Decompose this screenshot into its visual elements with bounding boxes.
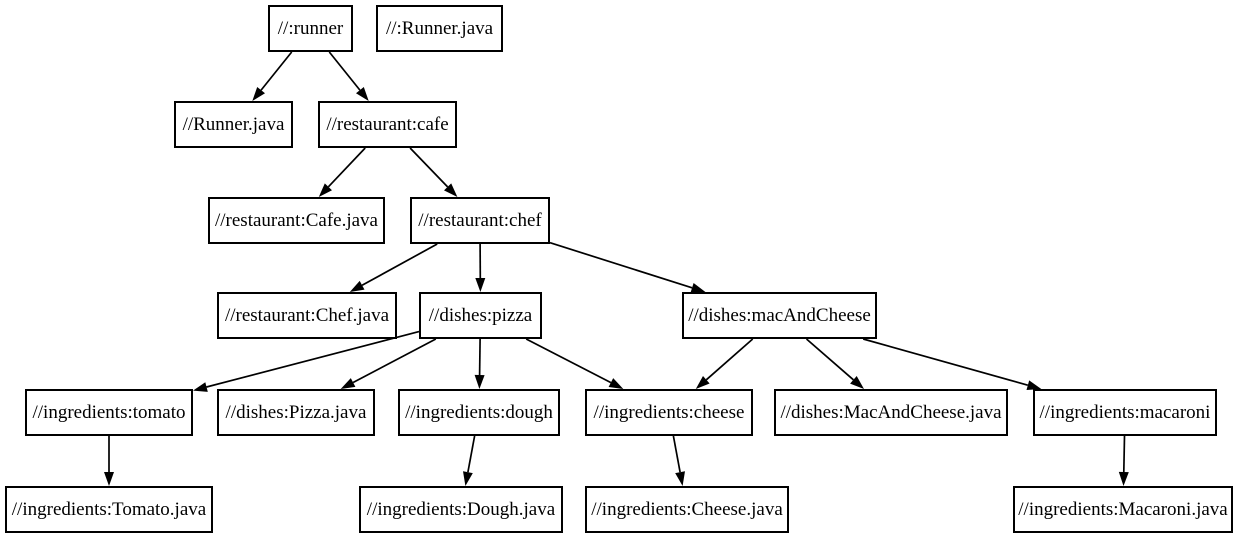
graph-node-tomato: //ingredients:tomato bbox=[25, 389, 193, 436]
arrowhead-icon bbox=[475, 278, 486, 292]
graph-node-tomato-java: //ingredients:Tomato.java bbox=[5, 486, 213, 533]
arrowhead-icon bbox=[349, 280, 365, 292]
edge-pizza-to-pizza_java bbox=[352, 338, 437, 384]
arrowhead-icon bbox=[474, 374, 485, 389]
arrowhead-icon bbox=[356, 87, 369, 101]
edge-pizza-to-tomato bbox=[206, 330, 420, 388]
graph-node-pizza: //dishes:pizza bbox=[419, 292, 542, 339]
arrowhead-icon bbox=[318, 183, 332, 197]
arrowhead-icon bbox=[690, 283, 706, 293]
graph-node-dough: //ingredients:dough bbox=[398, 389, 560, 436]
arrowhead-icon bbox=[1118, 471, 1129, 486]
arrowhead-icon bbox=[695, 376, 710, 389]
arrowhead-icon bbox=[850, 376, 864, 389]
edge-mac_and_cheese-to-mac_and_cheese_java bbox=[805, 338, 854, 381]
graph-node-pizza-java: //dishes:Pizza.java bbox=[217, 389, 375, 436]
graph-node-chef: //restaurant:chef bbox=[410, 197, 550, 244]
graph-node-mac-and-cheese: //dishes:macAndCheese bbox=[682, 292, 877, 339]
graph-node-dough-java: //ingredients:Dough.java bbox=[359, 486, 563, 533]
arrowhead-icon bbox=[193, 382, 208, 392]
arrowhead-icon bbox=[675, 471, 685, 486]
edge-mac_and_cheese-to-macaroni bbox=[862, 338, 1029, 387]
edge-runner-to-cafe bbox=[328, 51, 361, 91]
arrowhead-icon bbox=[608, 378, 624, 389]
arrowhead-icon bbox=[463, 471, 473, 486]
edge-macaroni-to-macaroni_java bbox=[1122, 435, 1126, 473]
graph-node-mac-and-cheese-java: //dishes:MacAndCheese.java bbox=[774, 389, 1008, 436]
edge-cheese-to-cheese_java bbox=[672, 435, 681, 473]
edge-mac_and_cheese-to-cheese bbox=[705, 338, 754, 381]
arrowhead-icon bbox=[1026, 380, 1042, 390]
edge-pizza-to-dough bbox=[478, 338, 481, 376]
graph-node-cafe: //restaurant:cafe bbox=[318, 101, 457, 148]
arrowhead-icon bbox=[340, 378, 356, 389]
graph-node-cheese: //ingredients:cheese bbox=[585, 389, 753, 436]
edge-cafe-to-chef bbox=[409, 147, 449, 188]
graph-node-runner-java-src: //:Runner.java bbox=[376, 5, 503, 52]
edge-runner-to-runner_java bbox=[260, 51, 293, 91]
graph-node-runner: //:runner bbox=[268, 5, 353, 52]
edge-pizza-to-cheese bbox=[525, 338, 612, 384]
graph-node-chef-java: //restaurant:Chef.java bbox=[217, 292, 397, 339]
edge-chef-to-chef_java bbox=[361, 243, 438, 287]
graph-node-macaroni: //ingredients:macaroni bbox=[1033, 389, 1217, 436]
graph-node-cafe-java: //restaurant:Cafe.java bbox=[208, 197, 385, 244]
arrowhead-icon bbox=[444, 183, 458, 197]
edge-chef-to-mac_and_cheese bbox=[549, 241, 693, 289]
graph-node-cheese-java: //ingredients:Cheese.java bbox=[585, 486, 789, 533]
graph-node-runner-java: //Runner.java bbox=[174, 101, 293, 148]
arrowhead-icon bbox=[104, 472, 114, 486]
edge-dough-to-dough_java bbox=[467, 435, 476, 473]
edge-cafe-to-cafe_java bbox=[327, 147, 366, 188]
graph-node-macaroni-java: //ingredients:Macaroni.java bbox=[1013, 486, 1233, 533]
arrowhead-icon bbox=[252, 87, 265, 101]
